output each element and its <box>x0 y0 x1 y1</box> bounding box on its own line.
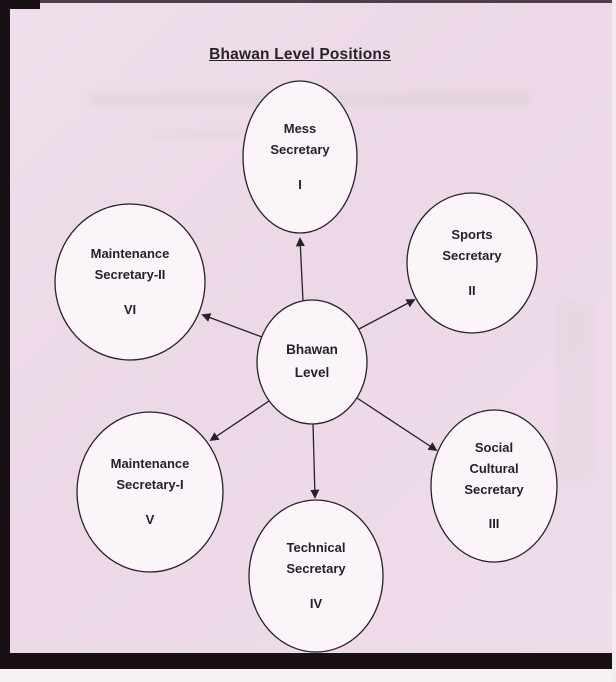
node-line: Secretary <box>464 482 524 497</box>
node-numeral: III <box>488 516 500 532</box>
bhawan-level-label: Bhawan Level <box>257 302 367 422</box>
node-numeral: I <box>298 176 302 192</box>
technical-secretary-ellipse <box>248 499 384 653</box>
node-line: Sports <box>451 227 493 243</box>
node-line: Secretary-II <box>94 267 166 283</box>
scan-artifact <box>150 130 240 140</box>
node-line: Secretary <box>286 561 346 577</box>
node-line: Mess <box>283 121 317 137</box>
scan-edge-left <box>0 0 10 669</box>
sports-secretary-label: Sports Secretary II <box>407 195 537 331</box>
arrow-to-sports-secretary <box>358 299 416 330</box>
arrow-to-technical-secretary <box>310 423 320 499</box>
scan-edge-top <box>0 0 613 3</box>
arrow-to-social-cultural-secretary <box>356 397 438 452</box>
maintenance-secretary-1-ellipse <box>76 411 224 573</box>
scan-edge-bottom <box>0 653 613 669</box>
scan-edge-right-white <box>612 0 616 682</box>
mess-secretary-label: Mess Secretary I <box>243 83 357 231</box>
arrow-to-maintenance-secretary-2 <box>201 313 263 338</box>
scan-edge-top-corner <box>0 0 40 9</box>
node-numeral: IV <box>309 595 323 611</box>
social-cultural-secretary-label: Social Cultural Secretary III <box>431 412 557 560</box>
sports-secretary-ellipse <box>406 192 538 334</box>
maintenance-secretary-1-label: Maintenance Secretary-I V <box>77 414 223 570</box>
node-line: Secretary-I <box>116 477 184 493</box>
node-numeral: VI <box>123 301 137 317</box>
scan-edge-bottom-white <box>0 669 616 682</box>
arrow-to-mess-secretary <box>295 237 305 302</box>
technical-secretary-label: Technical Secretary IV <box>249 502 383 650</box>
node-numeral: V <box>145 511 155 527</box>
node-line: Maintenance <box>110 456 190 472</box>
node-line: Secretary <box>270 142 330 158</box>
node-line: Level <box>294 365 330 380</box>
maintenance-secretary-2-ellipse <box>54 203 206 361</box>
node-line: Bhawan <box>286 342 338 358</box>
node-line: Secretary <box>442 248 502 264</box>
maintenance-secretary-2-label: Maintenance Secretary-II VI <box>55 206 205 358</box>
arrow-to-maintenance-secretary-1 <box>209 400 270 442</box>
bhawan-level-ellipse <box>256 299 368 425</box>
node-line: Cultural <box>469 460 519 476</box>
node-line: Maintenance <box>90 246 170 262</box>
diagram-title: Bhawan Level Positions <box>209 46 391 63</box>
social-cultural-secretary-ellipse <box>430 409 558 563</box>
mess-secretary-ellipse <box>242 80 358 234</box>
node-line: Social <box>474 439 514 455</box>
scan-artifact <box>555 300 595 480</box>
node-line: Technical <box>286 540 346 556</box>
node-numeral: II <box>468 282 476 298</box>
